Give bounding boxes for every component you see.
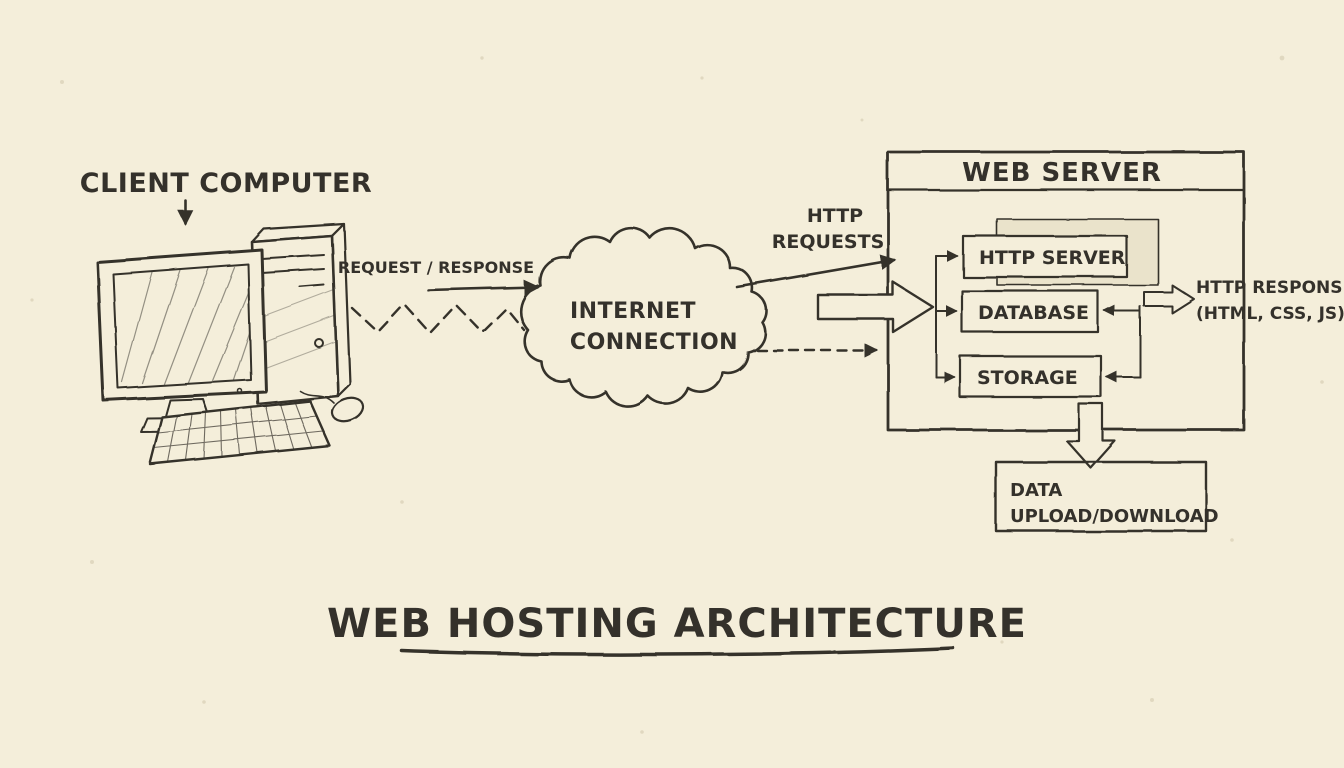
internet-cloud [518,226,768,408]
diagram-labels: CLIENT COMPUTER REQUEST / RESPONSE INTER… [80,158,1344,647]
web-server-box [886,150,1246,432]
internet-cloud-label-line2: CONNECTION [570,330,738,355]
monitor-screen [112,263,252,389]
http-response-arrow [1143,284,1195,314]
computer-keyboard [148,399,332,466]
http-server-label: HTTP SERVER [979,247,1126,269]
http-server-box [961,234,1129,279]
paper-texture-specks [30,55,1324,734]
monitor-frame [95,248,268,402]
monitor-power-light [237,388,243,394]
tower-hatching [259,289,335,371]
mouse-cable [299,390,335,404]
http-requests-arrow [735,254,897,289]
data-upload-download-box [994,460,1208,533]
title-underline [400,646,955,657]
http-response-label-line1: HTTP RESPONSE [1196,278,1344,298]
left-connector-bracket [935,250,959,383]
right-connector-bracket [1103,305,1141,383]
client-computer-illustration [95,222,365,466]
wavy-connection-line [350,302,526,335]
database-label: DATABASE [978,302,1089,324]
mouse-body [331,397,365,423]
web-server-title: WEB SERVER [962,158,1162,188]
database-box [960,289,1100,334]
tower-power-button [314,338,324,348]
storage-box [958,354,1103,399]
http-requests-label-line1: HTTP [807,205,863,227]
computer-monitor [95,248,268,433]
diagram-title: WEB HOSTING ARCHITECTURE [327,601,1027,647]
storage-label: STORAGE [977,367,1078,389]
computer-tower [250,222,352,406]
http-response-label-line2: (HTML, CSS, JS) [1196,304,1344,324]
data-upload-download-label-line1: DATA [1010,480,1062,501]
keyboard-keys-grid [153,402,324,463]
request-response-label: REQUEST / RESPONSE [338,258,534,277]
data-flow-down-arrow [1065,402,1117,470]
internet-cloud-label-line1: INTERNET [570,299,696,324]
client-computer-label: CLIENT COMPUTER [80,168,372,199]
tower-slots [261,254,325,288]
computer-mouse [299,390,365,423]
request-response-arrow [426,279,540,296]
http-requests-label-line2: REQUESTS [772,231,885,253]
data-upload-download-label-line2: UPLOAD/DOWNLOAD [1010,506,1219,527]
request-flow-arrow [816,280,935,334]
screen-hatching [121,266,251,385]
